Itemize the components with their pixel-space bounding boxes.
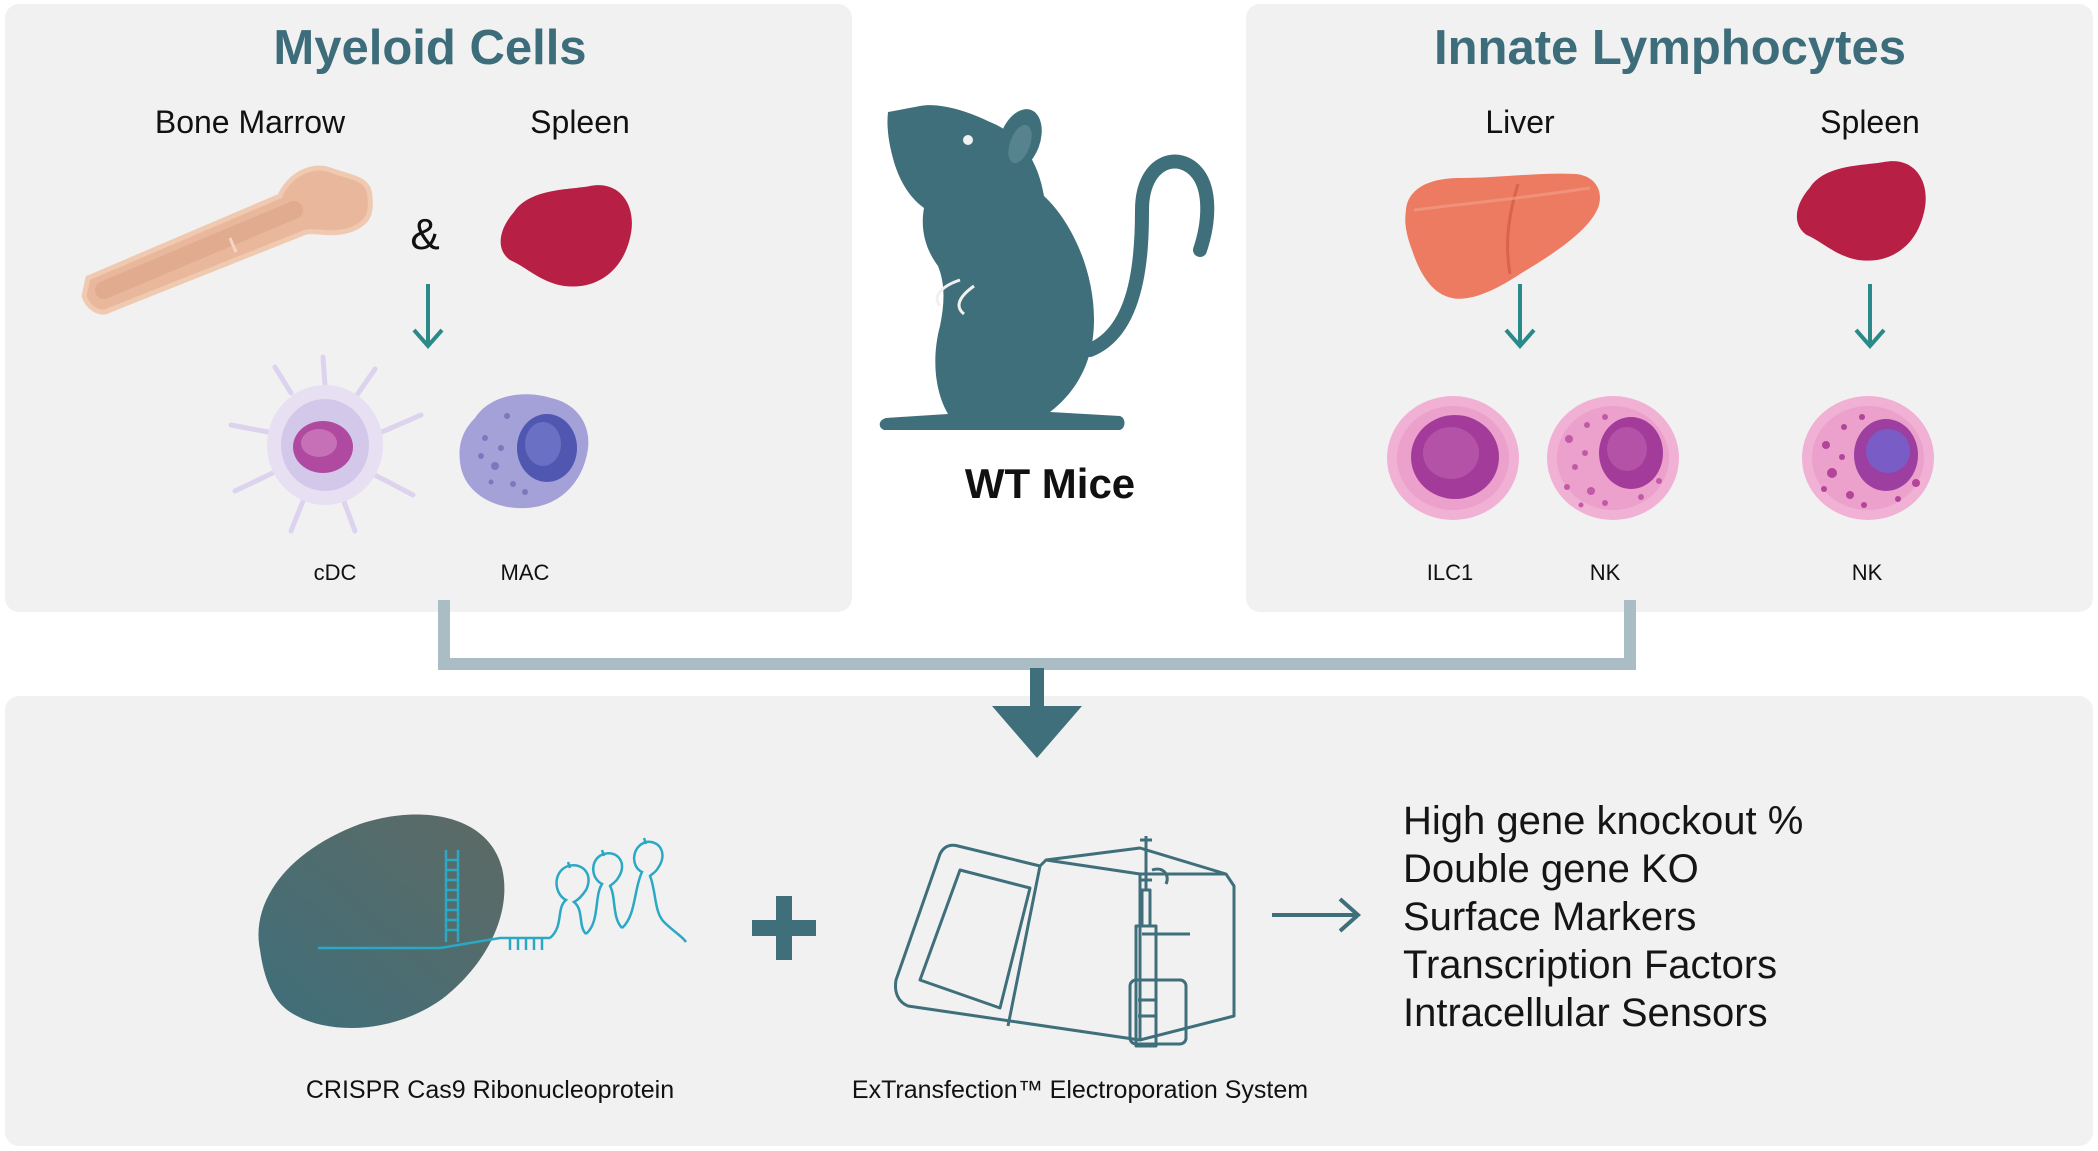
right-arrow-icon — [1272, 897, 1362, 933]
macrophage-icon — [459, 394, 589, 509]
down-arrow-icon — [1854, 284, 1886, 350]
innate-spleen-icon — [1796, 161, 1926, 261]
innate-title: Innate Lymphocytes — [1434, 21, 1906, 75]
merge-arrow-icon — [992, 706, 1082, 758]
innate-lymphocytes-panel — [1246, 4, 2093, 612]
electroporation-device-icon — [894, 836, 1236, 1048]
down-arrow-icon — [412, 284, 444, 350]
nk-cell-icon — [1547, 396, 1679, 520]
result-item: Double gene KO — [1403, 847, 1699, 891]
cdc-label: cDC — [313, 560, 357, 585]
nk-cell-icon — [1802, 396, 1934, 520]
ilc1-label: ILC1 — [1426, 560, 1474, 585]
rnp-caption: CRISPR Cas9 Ribonucleoprotein — [305, 1076, 675, 1104]
myeloid-title: Myeloid Cells — [273, 21, 587, 75]
result-item: High gene knockout % — [1403, 799, 1804, 843]
wt-mice-label: WT Mice — [964, 460, 1136, 507]
mac-label: MAC — [500, 560, 550, 585]
mouse-icon — [879, 105, 1215, 430]
nk-spleen-label: NK — [1851, 560, 1883, 585]
device-caption: ExTransfection™ Electroporation System — [851, 1076, 1309, 1104]
rnp-icon — [258, 814, 688, 1028]
plus-icon — [752, 896, 816, 960]
dendritic-cell-icon — [228, 354, 424, 534]
nk-liver-label: NK — [1589, 560, 1621, 585]
down-arrow-icon — [1504, 284, 1536, 350]
liver-label: Liver — [1485, 104, 1555, 140]
result-item: Intracellular Sensors — [1403, 991, 1768, 1035]
myeloid-spleen-label: Spleen — [530, 104, 630, 140]
result-item: Transcription Factors — [1403, 943, 1778, 987]
bone-marrow-label: Bone Marrow — [154, 104, 346, 140]
ampersand: & — [410, 210, 440, 259]
ilc1-cell-icon — [1387, 396, 1519, 520]
bone-icon — [81, 165, 373, 315]
innate-spleen-label: Spleen — [1820, 104, 1920, 140]
spleen-icon — [500, 185, 632, 287]
liver-icon — [1405, 173, 1600, 299]
result-item: Surface Markers — [1403, 895, 1697, 939]
